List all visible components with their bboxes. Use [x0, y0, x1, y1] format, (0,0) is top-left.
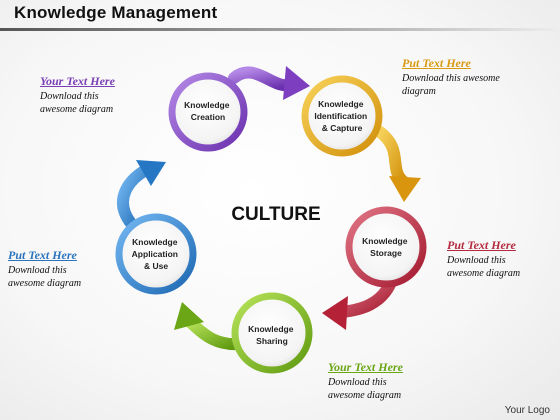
node-label-line: Knowledge: [362, 236, 408, 246]
arrow-storage-to-sharing: [322, 274, 398, 330]
node-label-line: Identification: [314, 111, 367, 121]
note-bottom: Your Text Here Download this awesome dia…: [328, 360, 468, 402]
note-body: Download this awesome diagram: [328, 377, 402, 401]
node-knowledge-identification-capture: Knowledge Identification & Capture: [301, 75, 383, 157]
node-label-line: Knowledge: [184, 100, 230, 110]
svg-text:Knowledge Storage: Knowledge Storage: [362, 236, 410, 258]
svg-text:Knowledge Creation: Knowledge Creation: [184, 100, 232, 122]
center-label-culture: CULTURE: [231, 204, 320, 225]
node-label-line: Application: [132, 249, 178, 259]
node-label-line: Knowledge: [318, 99, 364, 109]
node-knowledge-application-use: Knowledge Application & Use: [115, 213, 197, 295]
node-label-line: Knowledge: [248, 324, 294, 334]
node-label-line: & Capture: [322, 123, 363, 133]
node-label-line: & Use: [144, 261, 168, 271]
note-left: Put Text Here Download this awesome diag…: [8, 248, 148, 290]
logo-placeholder: Your Logo: [504, 405, 550, 416]
node-label-line: Storage: [370, 248, 402, 258]
svg-text:Knowledge Application: Knowledge Application & Use: [132, 237, 181, 271]
arrow-creation-to-capture: [228, 66, 310, 100]
svg-text:Knowledge Identification: Knowledge Identification & Capture: [314, 99, 369, 133]
note-body: Download this awesome diagram: [40, 91, 114, 115]
node-label-line: Creation: [191, 112, 225, 122]
node-label-line: Sharing: [256, 336, 288, 346]
title-underline: [0, 28, 560, 31]
page-title: Knowledge Management: [14, 3, 218, 22]
svg-text:Knowledge Sharing: Knowledge Sharing: [248, 324, 296, 346]
node-knowledge-creation: Knowledge Creation: [168, 72, 248, 152]
note-heading: Put Text Here: [402, 56, 471, 70]
note-body: Download this awesome diagram: [402, 73, 500, 97]
note-body: Download this awesome diagram: [447, 255, 521, 279]
note-heading: Put Text Here: [447, 238, 516, 252]
node-label-line: Knowledge: [132, 237, 178, 247]
note-top-right: Put Text Here Download this awesome diag…: [402, 56, 542, 98]
note-heading: Put Text Here: [8, 248, 77, 262]
note-right: Put Text Here Download this awesome diag…: [447, 238, 560, 280]
note-body: Download this awesome diagram: [8, 265, 82, 289]
note-top-left: Your Text Here Download this awesome dia…: [40, 74, 180, 116]
arrow-sharing-to-application: [174, 302, 246, 351]
node-knowledge-sharing: Knowledge Sharing: [231, 292, 313, 374]
note-heading: Your Text Here: [328, 360, 403, 374]
note-heading: Your Text Here: [40, 74, 115, 88]
arrow-application-to-creation: [117, 160, 166, 228]
node-knowledge-storage: Knowledge Storage: [345, 206, 427, 288]
arrow-capture-to-storage: [374, 126, 421, 202]
